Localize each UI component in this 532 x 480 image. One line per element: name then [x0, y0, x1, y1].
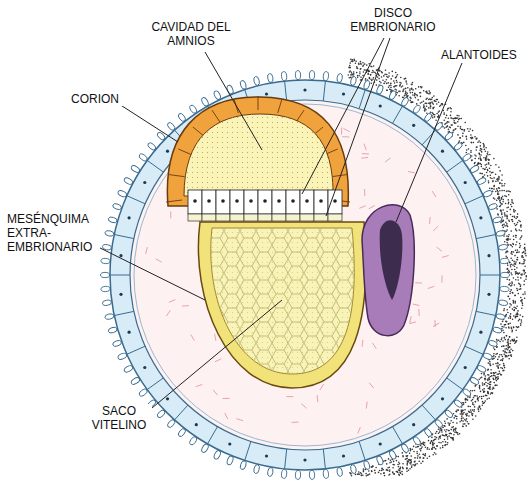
part-label: SACO VITELINO: [86, 404, 152, 432]
part-label: DISCO EMBRIONARIO: [346, 6, 440, 34]
part-label: MESÉNQUIMA EXTRA- EMBRIONARIO: [6, 212, 100, 254]
part-label: ALANTOIDES: [440, 48, 528, 62]
part-label: CAVIDAD DEL AMNIOS: [140, 20, 242, 48]
part-label: CORION: [70, 92, 132, 106]
